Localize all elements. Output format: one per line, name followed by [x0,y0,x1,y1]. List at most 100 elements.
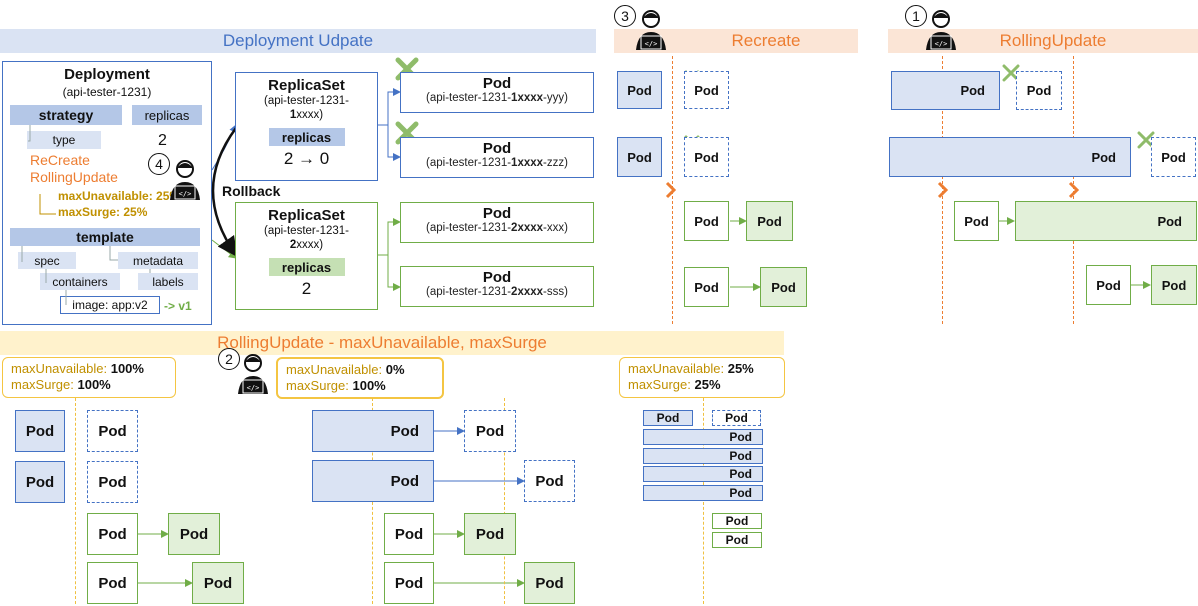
pod-name: (api-tester-1231-2xxxx-sss) [426,286,568,298]
pod-name: (api-tester-1231-2xxxx-xxx) [426,222,568,234]
image-previous-version: -> v1 [164,299,192,313]
replicaset-v2-title: ReplicaSet [268,207,345,224]
strategy-tag: strategy [10,105,122,125]
rolling-update-title: RollingUpdate [999,31,1107,50]
pod-title: Pod [482,205,512,222]
timeline [504,398,505,604]
recreate-option: ReCreate [30,152,90,168]
replicaset-v1: ReplicaSet (api-tester-1231-1xxxx) repli… [235,72,378,181]
pod-old: Pod [643,466,763,482]
labels-tag: labels [138,273,198,290]
replicas-value: 2 [158,132,167,149]
pod-removed: Pod [684,137,729,177]
pod-old: Pod [643,429,763,445]
pod-old: Pod [643,485,763,501]
type-tag: type [27,131,101,149]
metadata-tag: metadata [118,252,198,269]
image-field: image: app:v2 [60,296,160,314]
replicaset-v2: ReplicaSet (api-tester-1231-2xxxx) repli… [235,202,378,310]
pod-new: Pod [192,562,244,604]
pod-v1-zzz: Pod (api-tester-1231-1xxxx-zzz) [400,137,594,178]
pod-new: Pod [746,201,793,241]
template-tag: template [10,228,200,246]
svg-text:</>: </> [179,190,192,198]
rollback-label: Rollback [222,183,281,199]
rolling-timeline-1 [942,56,943,324]
pod-new-pending: Pod [684,201,729,241]
pod-new: Pod [1151,265,1197,305]
pod-removed: Pod [524,460,575,502]
pod-removed: Pod [1016,71,1062,110]
developer-icon: </> [926,10,956,50]
step-4-number: 4 [148,153,170,175]
timeline [75,398,76,604]
pod-old: Pod [891,71,1000,110]
replicaset-v1-name: (api-tester-1231-1xxxx) [263,95,349,121]
svg-text:</>: </> [247,384,260,392]
recreate-title: Recreate [731,31,801,50]
pod-title: Pod [482,140,512,157]
replicaset-v1-title: ReplicaSet [268,77,345,94]
replicas-tag: replicas [132,105,202,125]
pod-new: Pod [1015,201,1197,241]
deployment-name: (api-tester-1231) [62,85,152,99]
pod-v2-sss: Pod (api-tester-1231-2xxxx-sss) [400,266,594,307]
pod-old: Pod [617,137,662,177]
pod-new-pending: Pod [384,562,434,604]
pod-new-pending: Pod [87,513,138,555]
developer-icon: </> [170,160,200,200]
pod-removed: Pod [87,410,138,452]
pod-v2-xxx: Pod (api-tester-1231-2xxxx-xxx) [400,202,594,243]
spec-tag: spec [18,252,76,269]
rolling-timeline-2 [1073,56,1074,324]
pod-removed: Pod [87,461,138,503]
pod-old: Pod [643,410,693,426]
svg-text:</>: </> [935,40,948,48]
pod-removed: Pod [1151,137,1196,177]
developer-icon: </> [636,10,666,50]
pod-new-pending: Pod [954,201,999,241]
replicaset-v1-replicas-tag: replicas [268,128,345,146]
rolling-params-title: RollingUpdate - maxUnavailable, maxSurge [217,333,547,352]
pod-new: Pod [168,513,220,555]
pod-title: Pod [482,269,512,286]
pod-new-pending: Pod [712,532,762,548]
pod-new-pending: Pod [684,267,729,307]
max-unavailable-field: maxUnavailable: 25% [58,189,181,203]
pod-removed: Pod [684,71,729,109]
replicaset-v1-replicas-value: 2 → 0 [283,149,330,168]
pod-removed: Pod [464,410,516,452]
pod-removed: Pod [712,410,761,426]
pod-title: Pod [482,75,512,92]
pod-new: Pod [464,513,516,555]
pod-old: Pod [643,448,763,464]
replicaset-v2-name: (api-tester-1231-2xxxx) [263,225,349,251]
deployment-title: Deployment [64,66,150,83]
deployment-update-banner: Deployment Udpate [0,29,596,53]
pod-new-pending: Pod [1086,265,1131,305]
step-2-number: 2 [218,348,240,370]
pod-old: Pod [617,71,662,109]
pod-v1-yyy: Pod (api-tester-1231-1xxxx-yyy) [400,72,594,113]
pod-old: Pod [312,410,434,452]
pod-name: (api-tester-1231-1xxxx-yyy) [426,92,568,104]
containers-tag: containers [40,273,120,290]
pod-new: Pod [524,562,575,604]
params-25-25: maxUnavailable: 25% maxSurge: 25% [619,357,785,398]
pod-old: Pod [15,461,65,503]
pod-old: Pod [312,460,434,502]
developer-icon: </> [238,354,268,394]
recreate-timeline [672,56,673,324]
deployment-update-title: Deployment Udpate [222,31,374,50]
pod-name: (api-tester-1231-1xxxx-zzz) [426,157,568,169]
pod-new-pending: Pod [384,513,434,555]
params-100-100: maxUnavailable: 100% maxSurge: 100% [2,357,176,398]
pod-new: Pod [760,267,807,307]
replicaset-v2-replicas-tag: replicas [268,258,345,276]
step-1-number: 1 [905,5,927,27]
timeline [703,398,704,604]
rolling-params-banner: RollingUpdate - maxUnavailable, maxSurge [0,331,784,355]
replicaset-v2-replicas-value: 2 [301,279,312,298]
max-surge-field: maxSurge: 25% [58,205,148,219]
params-0-100: maxUnavailable: 0% maxSurge: 100% [276,357,444,399]
